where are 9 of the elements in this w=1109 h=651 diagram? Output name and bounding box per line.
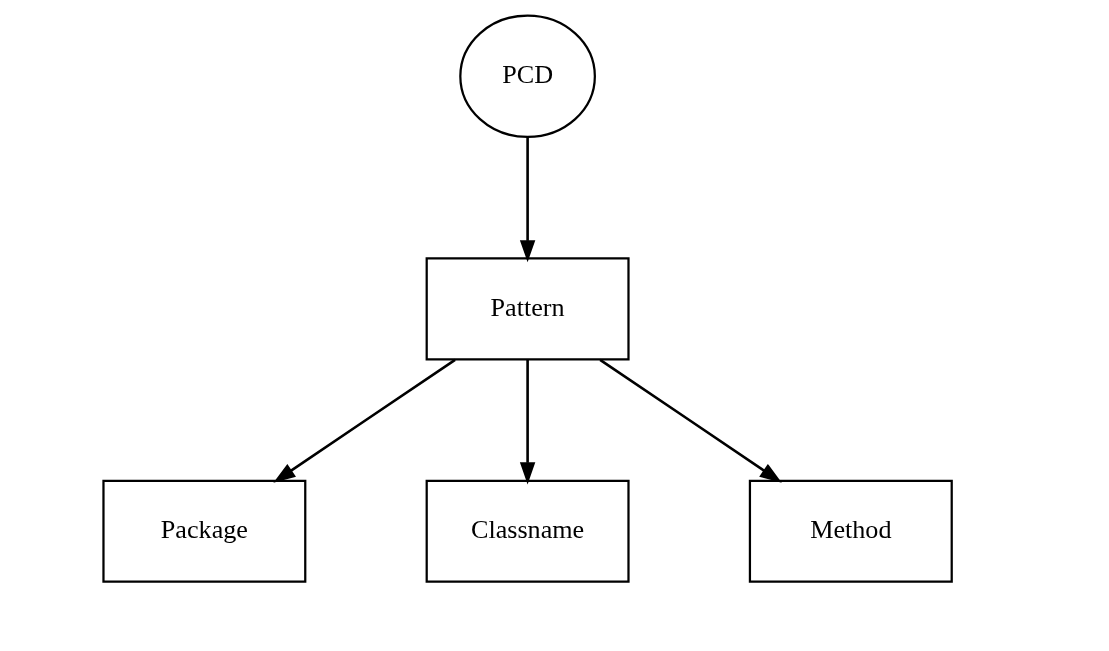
arrow	[519, 137, 536, 263]
node-circle: PCD	[459, 14, 596, 139]
node-box: Method	[748, 479, 953, 583]
arrow	[519, 359, 536, 485]
node-box: Package	[102, 479, 307, 583]
arrow	[273, 358, 456, 483]
node-box: Classname	[425, 479, 630, 583]
arrow	[599, 358, 782, 483]
node-box: Pattern	[425, 257, 630, 361]
